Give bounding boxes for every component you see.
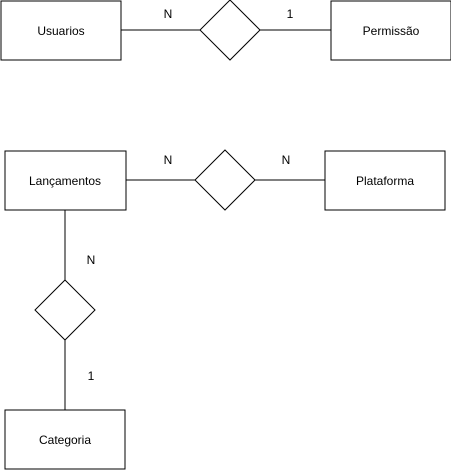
entity-plataforma-label: Plataforma — [356, 174, 414, 188]
entity-plataforma-box — [324, 150, 446, 211]
entity-lancamentos-box — [4, 150, 127, 211]
entity-usuarios-label: Usuarios — [37, 24, 84, 38]
entity-categoria-label: Categoria — [39, 433, 91, 447]
relationship-lancamentos-plataforma[interactable] — [194, 149, 256, 211]
cardinality-lancamentos-plataforma: N — [164, 153, 173, 167]
relationship-lancamentos-categoria[interactable] — [34, 279, 96, 341]
cardinality-plataforma: N — [282, 153, 291, 167]
entity-usuarios[interactable]: Usuarios — [0, 0, 122, 61]
entity-lancamentos[interactable]: Lançamentos — [4, 150, 127, 211]
cardinality-lancamentos-categoria: N — [87, 253, 96, 267]
relationship-usuarios-permissao[interactable] — [199, 0, 261, 61]
entity-lancamentos-label: Lançamentos — [29, 174, 101, 188]
cardinality-categoria: 1 — [88, 369, 95, 383]
entity-permissao-label: Permissão — [363, 24, 420, 38]
cardinality-usuarios: N — [164, 7, 173, 21]
entity-plataforma[interactable]: Plataforma — [324, 150, 446, 211]
entity-permissao-box — [330, 0, 451, 61]
cardinality-permissao: 1 — [287, 7, 294, 21]
entity-permissao[interactable]: Permissão — [330, 0, 451, 61]
entity-categoria-box — [4, 409, 126, 470]
entity-usuarios-box — [0, 0, 122, 61]
entity-categoria[interactable]: Categoria — [4, 409, 126, 470]
